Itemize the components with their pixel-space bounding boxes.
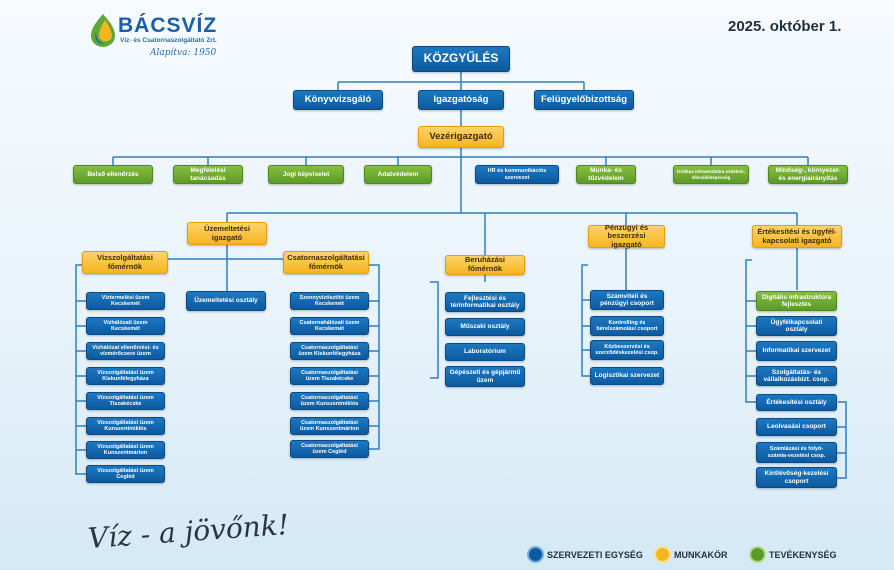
company-logo: BÁCSVÍZ Víz- és Csatornaszolgáltató Zrt.… xyxy=(88,12,258,64)
sewer-unit[interactable]: Csatornaszolgáltatási üzem Tiszakécske xyxy=(290,367,369,385)
water-chief-engineer[interactable]: Vízszolgáltatási főmérnök xyxy=(82,251,168,274)
sewer-unit[interactable]: Csatornahálózati üzem Kecskemét xyxy=(290,317,369,335)
sales-director[interactable]: Értékesítési és ügyfél-kapcsolati igazga… xyxy=(752,225,842,248)
staff-safety[interactable]: Munka- és tűzvédelem xyxy=(576,165,636,184)
finance-unit[interactable]: Számviteli és pénzügyi csoport xyxy=(590,290,664,310)
investment-chief-engineer[interactable]: Beruházási főmérnök xyxy=(445,255,525,275)
sales-subunit[interactable]: Számlázási és folyó-számla-vezetési csop… xyxy=(756,442,837,463)
legend-label: MUNKAKÖR xyxy=(674,549,728,560)
staff-hr-communication[interactable]: HR és kommunikációs szervezet xyxy=(475,165,559,184)
logo-founded: Alapítva: 1950 xyxy=(150,48,217,58)
logo-drop-icon xyxy=(91,14,115,47)
staff-compliance[interactable]: Megfelelési tanácsadás xyxy=(173,165,243,184)
chart-date: 2025. október 1. xyxy=(728,18,842,35)
investment-unit[interactable]: Műszaki osztály xyxy=(445,318,525,336)
legend-green-dot-icon xyxy=(749,546,766,563)
sales-unit[interactable]: Ügyfélkapcsolati osztály xyxy=(756,316,837,336)
sales-unit[interactable]: Informatikai szervezet xyxy=(756,341,837,361)
auditor-box[interactable]: Könyvvizsgáló xyxy=(293,90,383,110)
investment-unit[interactable]: Laboratórium xyxy=(445,343,525,361)
investment-unit[interactable]: Fejlesztési és térinformatikai osztály xyxy=(445,292,525,312)
staff-internal-audit[interactable]: Belső ellenőrzés xyxy=(73,165,153,184)
operations-director[interactable]: Üzemeltetési igazgató xyxy=(187,222,267,245)
ceo-box[interactable]: Vezérigazgató xyxy=(418,126,504,148)
legend-orange-dot-icon xyxy=(654,546,671,563)
logo-subtitle: Víz- és Csatornaszolgáltató Zrt. xyxy=(120,37,217,44)
staff-critical-infrastructure[interactable]: Kritikus infrastruktúra védelem, ellenál… xyxy=(673,165,749,184)
finance-unit[interactable]: Közbeszerzési és szerződéskezelési csop. xyxy=(590,340,664,360)
water-unit[interactable]: Vízhálózati üzem Kecskemét xyxy=(86,317,165,335)
sales-unit[interactable]: Szolgáltatás- és vállalkozásbizt. csop. xyxy=(756,366,837,386)
legend-label: TEVÉKENYSÉG xyxy=(769,549,837,560)
sales-unit[interactable]: Digitális infrastruktúra fejlesztés xyxy=(756,291,837,311)
staff-quality-environment[interactable]: Minőség-, környezet- és energiairányítás xyxy=(768,165,848,184)
sewer-unit[interactable]: Szennyvíztisztító üzem Kecskemét xyxy=(290,292,369,310)
sewer-unit[interactable]: Csatornaszolgáltatási üzem Kiskunfélegyh… xyxy=(290,342,369,360)
water-unit[interactable]: Víztermelési üzem Kecskemét xyxy=(86,292,165,310)
legend-label: SZERVEZETI EGYSÉG xyxy=(547,549,643,560)
water-unit[interactable]: Vízszolgáltatási üzem Cegléd xyxy=(86,465,165,483)
sales-subunit[interactable]: Kintlévőség-kezelési csoport xyxy=(756,467,837,488)
assembly-box[interactable]: KÖZGYŰLÉS xyxy=(412,46,510,72)
staff-legal[interactable]: Jogi képviselet xyxy=(268,165,344,184)
sewer-unit[interactable]: Csatornaszolgáltatási üzem Kunszentmikló… xyxy=(290,392,369,410)
legend-blue-dot-icon xyxy=(527,546,544,563)
legend-item-role: MUNKAKÖR xyxy=(654,546,728,563)
logo-name: BÁCSVÍZ xyxy=(118,14,218,37)
sales-subunit[interactable]: Értékesítési osztály xyxy=(756,394,837,411)
sales-subunit[interactable]: Leolvasási csoport xyxy=(756,418,837,436)
sewer-unit[interactable]: Csatornaszolgáltatási üzem Kunszentmárto… xyxy=(290,417,369,435)
sewer-chief-engineer[interactable]: Csatornaszolgáltatási főmérnök xyxy=(283,251,369,274)
sewer-unit[interactable]: Csatornaszolgáltatási üzem Cegléd xyxy=(290,440,369,458)
investment-unit[interactable]: Gépészeti és gépjármű üzem xyxy=(445,366,525,387)
water-unit[interactable]: Vízszolgáltatási üzem Kunszentmárton xyxy=(86,441,165,459)
legend-item-unit: SZERVEZETI EGYSÉG xyxy=(527,546,643,563)
water-unit[interactable]: Vízszolgáltatási üzem Tiszakécske xyxy=(86,392,165,410)
operations-department[interactable]: Üzemeltetési osztály xyxy=(186,291,266,311)
finance-unit[interactable]: Kontrolling és bérelszámolási csoport xyxy=(590,316,664,336)
finance-director[interactable]: Pénzügyi és beszerzési igazgató xyxy=(588,223,665,249)
staff-data-protection[interactable]: Adatvédelem xyxy=(364,165,432,184)
legend-item-activity: TEVÉKENYSÉG xyxy=(749,546,837,563)
water-unit[interactable]: Vízszolgáltatási üzem Kunszentmiklós xyxy=(86,417,165,435)
board-box[interactable]: Igazgatóság xyxy=(418,90,504,110)
water-unit[interactable]: Vízszolgáltatási üzem Kiskunfélegyháza xyxy=(86,367,165,385)
finance-unit[interactable]: Logisztikai szervezet xyxy=(590,367,664,385)
supervisory-board-box[interactable]: Felügyelőbizottság xyxy=(534,90,634,110)
water-unit[interactable]: Vízhálózat ellenőrzési- és vízmérőcsere … xyxy=(86,342,165,360)
